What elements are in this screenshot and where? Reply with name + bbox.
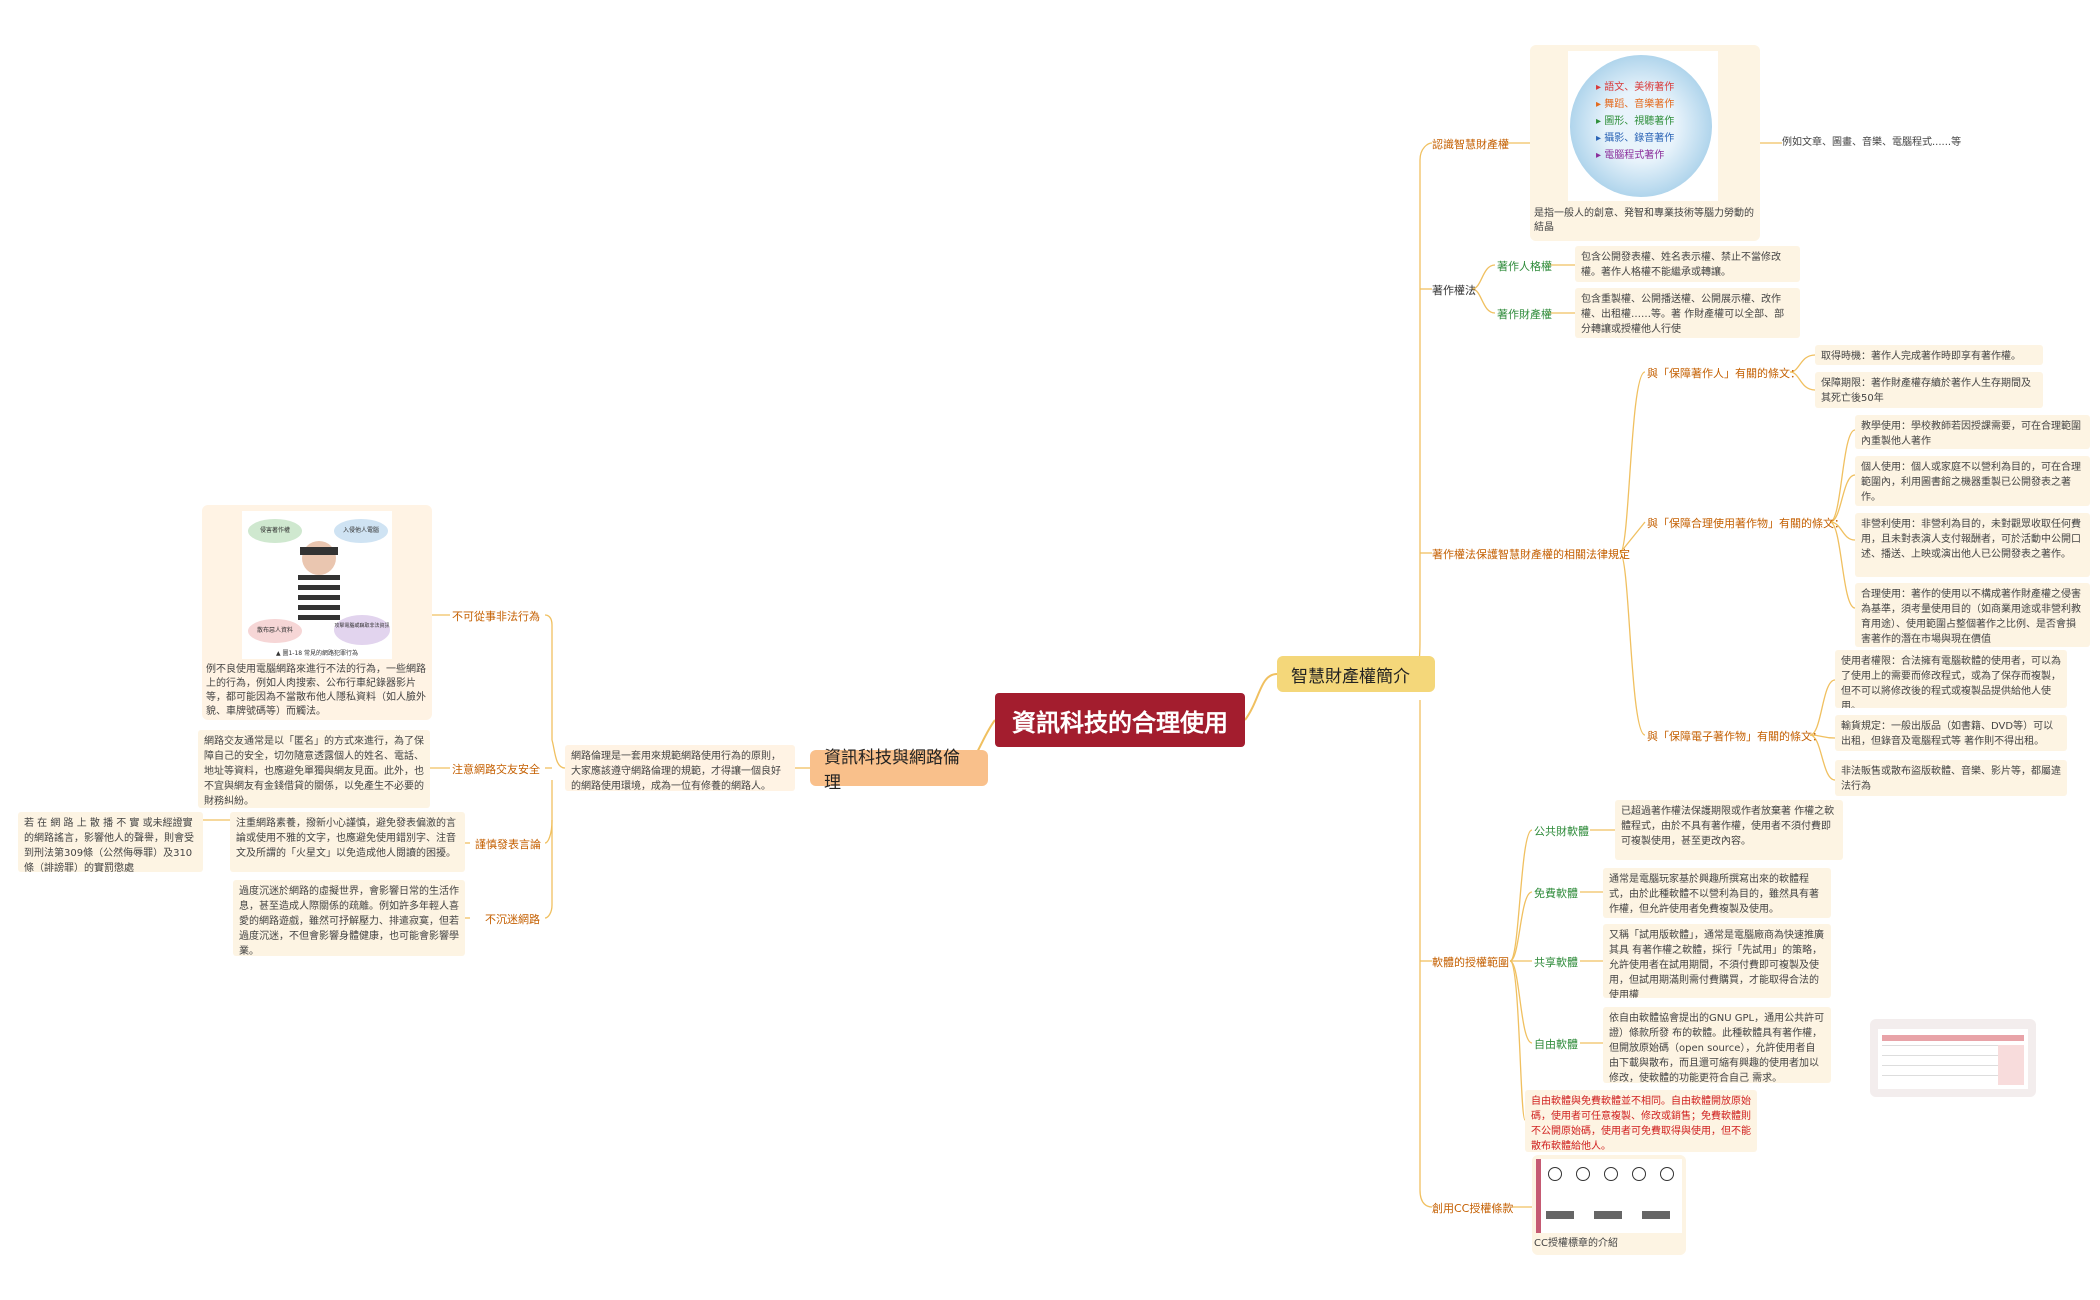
label-bubble-3: 散布惡人資料: [248, 619, 302, 643]
fair-use-item-1: 教學使用：學校教師若因授課需要，可在合理範圍內重製他人著作: [1855, 415, 2090, 449]
topic-author-protection[interactable]: 與「保障著作人」有關的條文：: [1647, 367, 1801, 380]
free-software-note: 依自由軟體協會提出的GNU GPL，通用公共許可證）條款所發 布的軟體。此種軟體…: [1603, 1007, 1831, 1083]
moral-rights-note: 包含公開發表權、姓名表示權、禁止不當修改權。著作人格權不能繼承或轉讓。: [1575, 246, 1800, 282]
no-addiction-note: 過度沉迷於網路的虛擬世界，會影響日常的生活作息，甚至造成人際關係的疏離。例如許多…: [233, 880, 465, 956]
cc-noderivatives-icon: [1604, 1167, 1618, 1181]
license-freeware[interactable]: 免費軟體: [1534, 887, 1578, 900]
illegal-image-card: 侵害著作權 入侵他人電腦 散布惡人資料 攻擊電腦或竊取非法資訊 ▲ 圖1-18 …: [202, 505, 432, 720]
license-shareware[interactable]: 共享軟體: [1534, 956, 1578, 969]
cc-noncommercial-icon: [1576, 1167, 1590, 1181]
public-domain-note: 已超過著作權法保護期限或作者放棄著 作權之軟體程式，由於不具有著作權，使用者不須…: [1615, 800, 1843, 860]
bullet-icon: ▸: [1596, 82, 1605, 93]
figure-caption: ▲ 圖1-18 常見的網路犯罪行為: [275, 650, 359, 657]
electronic-item-1: 使用者權限：合法擁有電腦軟體的使用者，可以為了使用上的需要而修改程式，或為了保存…: [1835, 650, 2067, 708]
topic-cc-license[interactable]: 創用CC授權條款: [1432, 1202, 1514, 1215]
license-table-thumbnail: [1870, 1019, 2036, 1097]
cc-attribution-icon: [1548, 1167, 1562, 1181]
topic-careful-speech[interactable]: 謹慎發表言論: [475, 838, 541, 851]
author-item-2: 保障期限：著作財產權存續於著作人生存期間及其死亡後50年: [1815, 372, 2043, 408]
ip-item-4: ▸ 攝影、錄音著作: [1596, 133, 1675, 144]
friend-safety-note: 網路交友通常是以「匿名」的方式來進行，為了保障自己的安全，切勿隨意透露個人的姓名…: [198, 730, 430, 808]
label-bubble-1: 侵害著作權: [248, 519, 302, 543]
topic-fair-use[interactable]: 與「保障合理使用著作物」有關的條文：: [1647, 517, 1845, 530]
electronic-item-3: 非法販售或散布盜版軟體、音樂、影片等，都屬違法行為: [1835, 760, 2067, 796]
cc-image-card: CC授權標章的介紹: [1532, 1155, 1686, 1255]
topic-economic-rights[interactable]: 著作財產權: [1497, 308, 1552, 321]
topic-ip-intro[interactable]: 認識智慧財產權: [1432, 138, 1509, 151]
topic-electronic-works[interactable]: 與「保障電子著作物」有關的條文：: [1647, 730, 1823, 743]
free-vs-freeware-note: 自由軟體與免費軟體並不相同。自由軟體開放原始碼，使用者可任意複製、修改或銷售；免…: [1525, 1090, 1757, 1152]
bullet-icon: ▸: [1596, 116, 1605, 127]
ip-intro-caption: 是指一般人的創意、発智和專業技術等腦力勞動的結晶: [1534, 208, 1754, 233]
ip-item-3: ▸ 圖形、視聽著作: [1596, 116, 1675, 127]
central-topic[interactable]: 資訊科技的合理使用: [995, 693, 1245, 747]
cybercrime-figure: 侵害著作權 入侵他人電腦 散布惡人資料 攻擊電腦或竊取非法資訊 ▲ 圖1-18 …: [242, 511, 392, 659]
ethics-intro-note: 網路倫理是一套用來規範網路使用行為的原則，大家應該遵守網路倫理的規範，才得讓一個…: [565, 745, 795, 791]
license-public-domain[interactable]: 公共財軟體: [1534, 825, 1589, 838]
topic-license-scope[interactable]: 軟體的授權範圍: [1432, 956, 1509, 969]
ip-item-5: ▸ 電腦程式著作: [1596, 150, 1665, 161]
topic-illegal[interactable]: 不可從事非法行為: [452, 610, 540, 623]
defamation-note: 若 在 網 路 上 散 播 不 實 或未經證實的網路謠言，影響他人的聲譽，則會受…: [18, 812, 203, 872]
license-table-figure: [1878, 1029, 2028, 1089]
illegal-note: 例不良使用電腦網路來進行不法的行為，一些網路上的行為，例如人肉搜索、公布行車紀錄…: [206, 664, 426, 717]
topic-moral-rights[interactable]: 著作人格權: [1497, 260, 1552, 273]
cc-caption: CC授權標章的介紹: [1534, 1238, 1618, 1249]
ip-item-1: ▸ 語文、美術著作: [1596, 82, 1675, 93]
bullet-icon: ▸: [1596, 150, 1605, 161]
economic-rights-note: 包含重製權、公開播送權、公開展示權、改作權、出租權……等。著 作財產權可以全部、…: [1575, 288, 1800, 338]
label-bubble-2: 入侵他人電腦: [334, 519, 388, 543]
cc-badges-figure: [1536, 1159, 1682, 1233]
thief-head-icon: [302, 541, 336, 575]
ip-item-2: ▸ 舞蹈、音樂著作: [1596, 99, 1675, 110]
fair-use-item-2: 個人使用：個人或家庭不以營利為目的，可在合理範圍內，利用圖書館之機器重製已公開發…: [1855, 456, 2090, 506]
topic-friend-safety[interactable]: 注意網路交友安全: [452, 763, 540, 776]
careful-speech-note: 注重網路素養，撥新小心謹慎，避免發表偏激的言論或使用不雅的文字，也應避免使用錯別…: [230, 812, 465, 872]
label-bubble-4: 攻擊電腦或竊取非法資訊: [334, 615, 390, 645]
freeware-note: 通常是電腦玩家基於興趣所撰寫出來的軟體程式，由於此種軟體不以營利為目的，雖然具有…: [1603, 868, 1831, 918]
ip-image-card: ▸ 語文、美術著作 ▸ 舞蹈、音樂著作 ▸ 圖形、視聽著作 ▸ 攝影、錄音著作 …: [1530, 45, 1760, 241]
main-topic-ip[interactable]: 智慧財產權簡介: [1277, 656, 1435, 692]
electronic-item-2: 輸貨規定：一般出版品（如書籍、DVD等）可以出租，但錄音及電腦程式等 著作則不得…: [1835, 715, 2067, 751]
fair-use-item-4: 合理使用：著作的使用以不構成著作財產權之侵害為基準，須考量使用目的（如商業用途或…: [1855, 583, 2090, 647]
topic-copyright-law[interactable]: 著作權法: [1432, 284, 1476, 297]
shareware-note: 又稱「試用版軟體」，通常是電腦廠商為快速推廣其具 有著作權之軟體，採行「先試用」…: [1603, 924, 1831, 998]
cc-license-icon: [1660, 1167, 1674, 1181]
fair-use-item-3: 非營利使用：非營利為目的，未對觀眾收取任何費用，且未對表演人支付報酬者，可於活動…: [1855, 513, 2090, 577]
bullet-icon: ▸: [1596, 99, 1605, 110]
author-item-1: 取得時機：著作人完成著作時即享有著作權。: [1815, 345, 2043, 365]
main-topic-ethics[interactable]: 資訊科技與網路倫理: [810, 748, 988, 793]
thief-body-icon: [298, 575, 340, 623]
topic-no-addiction[interactable]: 不沉迷網路: [485, 913, 540, 926]
bullet-icon: ▸: [1596, 133, 1605, 144]
license-free-software[interactable]: 自由軟體: [1534, 1038, 1578, 1051]
topic-protection-laws[interactable]: 著作權法保護智慧財產權的相關法律規定: [1432, 548, 1630, 561]
cc-sharealike-icon: [1632, 1167, 1646, 1181]
ip-intro-example: 例如文章、圖畫、音樂、電腦程式......等: [1782, 137, 1962, 148]
ip-categories-figure: ▸ 語文、美術著作 ▸ 舞蹈、音樂著作 ▸ 圖形、視聽著作 ▸ 攝影、錄音著作 …: [1568, 51, 1718, 201]
